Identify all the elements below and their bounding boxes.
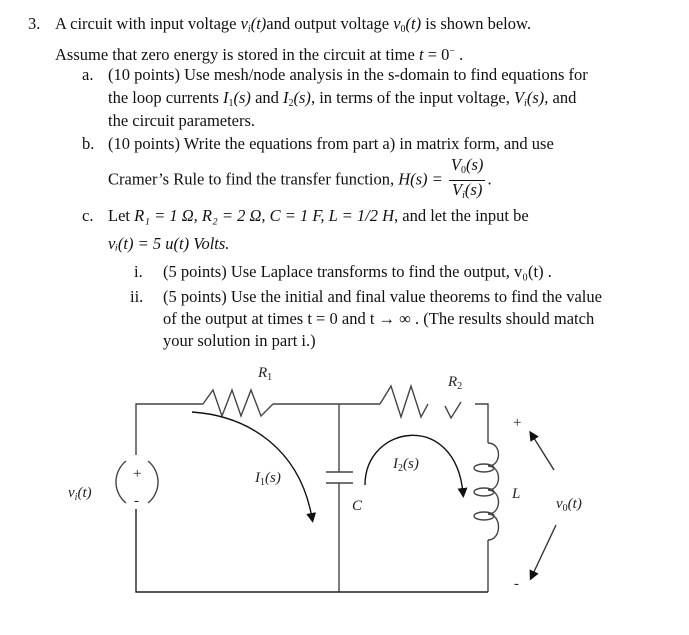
output-minus-sign: - [514,576,519,592]
output-plus-sign: + [513,415,521,431]
part-a-line-3: the circuit parameters. [108,111,256,130]
resistor-r2 [379,383,429,420]
problem-number: 3. [28,14,41,33]
part-c-i-label: i. [134,262,143,281]
label-l: L [511,486,520,502]
part-c-ii-line-2: of the output at times t = 0 and t → ∞ .… [163,309,595,328]
loop-arrow-i2 [364,434,468,498]
part-a-line-1: (10 points) Use mesh/node analysis in th… [108,65,588,84]
label-vo: v0(t) [556,496,582,514]
voltage-source-right-arc [147,460,159,504]
part-c-line-1: Let R₁ = 1 Ω, R₂ = 2 Ω, C = 1 F, L = 1/2… [108,206,529,225]
label-i1: I1(s) [254,470,281,488]
part-c-label: c. [82,206,94,225]
label-r1: R1 [257,365,272,383]
intro-line-2: Assume that zero energy is stored in the… [55,45,464,64]
loop-arrow-i1 [191,411,317,523]
transfer-function-fraction: V0(s)Vi(s) [448,155,486,201]
part-c-line-2: vᵢ(t) = 5 u(t) Volts. [108,234,230,253]
part-b-label: b. [82,134,95,153]
source-plus-sign: + [133,466,141,482]
inductor-l [473,442,500,541]
label-i2: I2(s) [392,456,419,474]
part-c-ii-line-3: your solution in part i.) [163,331,316,350]
wire-bottom [135,509,488,593]
output-arrow-up [529,430,555,471]
label-vi: vi(t) [68,485,92,503]
part-c-i-line-1: (5 points) Use Laplace transforms to fin… [163,262,552,281]
source-minus-sign: - [134,493,139,509]
wire-top-right [475,403,489,443]
output-arrow-down [529,524,557,581]
part-a-line-2: the loop currents I1(s) and I2(s), in te… [108,88,577,109]
part-b-line-1: (10 points) Write the equations from par… [108,134,554,153]
voltage-source-left-arc [115,460,127,504]
resistor-r2-tail [444,401,462,420]
part-a-label: a. [82,65,94,84]
label-r2: R2 [447,374,462,392]
part-b-line-2: Cramer’s Rule to find the transfer funct… [108,156,492,205]
intro-line-1: A circuit with input voltage vi(t)and ou… [55,14,531,35]
part-c-ii-line-1: (5 points) Use the initial and final val… [163,287,602,306]
label-c: C [352,498,363,514]
part-c-ii-label: ii. [130,287,144,306]
wire-left-top [135,403,203,455]
resistor-r1 [202,387,274,419]
